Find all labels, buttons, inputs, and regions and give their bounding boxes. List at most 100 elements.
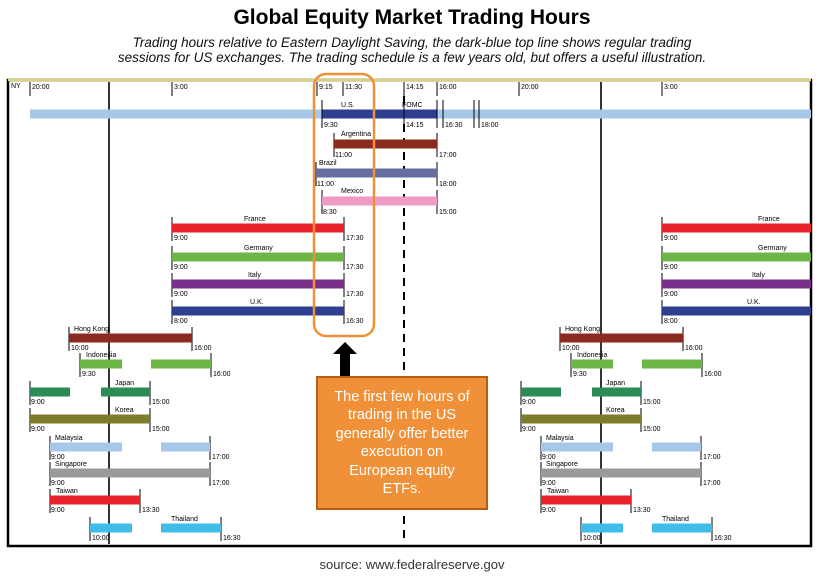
bar-malaysia-repeat (652, 442, 701, 452)
label-open-france-repeat: 9:00 (664, 235, 678, 242)
label-us-extended-end: 18:00 (481, 122, 499, 129)
bar-mexico (322, 196, 437, 206)
callout-text: The first few hours of trading in the US… (334, 388, 470, 498)
subtitle-line-1: Trading hours relative to Eastern Daylig… (132, 35, 692, 50)
label-open-singapore: 9:00 (51, 480, 65, 487)
label-close-mexico: 15:00 (439, 209, 457, 216)
bar-malaysia-repeat (541, 442, 613, 452)
label-open-uk: 8:00 (174, 318, 188, 325)
callout-arrow (333, 342, 357, 376)
label-open-italy-repeat: 9:00 (664, 291, 678, 298)
axis-tick-label: 9:15 (319, 84, 333, 91)
label-fomc: FOMC (402, 102, 423, 109)
bar-thailand-repeat (652, 523, 712, 533)
label-close-japan: 15:00 (152, 399, 170, 406)
bar-italy (172, 279, 344, 289)
label-open-taiwan: 9:00 (51, 507, 65, 514)
market-label-mexico: Mexico (341, 188, 363, 195)
label-open-japan: 9:00 (31, 399, 45, 406)
market-label-thailand-repeat: Thailand (662, 516, 689, 523)
bar-hong-kong-repeat (560, 333, 683, 343)
label-open-thailand: 10:00 (92, 535, 110, 542)
market-label-france: France (244, 216, 266, 223)
market-label-brazil: Brazil (319, 160, 337, 167)
bar-hong-kong (69, 333, 192, 343)
market-label-uk-repeat: U.K. (747, 299, 761, 306)
label-open-germany-repeat: 9:00 (664, 264, 678, 271)
bar-malaysia (50, 442, 122, 452)
label-close-thailand-repeat: 16:30 (714, 535, 732, 542)
bar-france-repeat (662, 223, 811, 233)
bar-indonesia (80, 359, 122, 369)
label-open-thailand-repeat: 10:00 (583, 535, 601, 542)
label-close-malaysia: 17:00 (212, 454, 230, 461)
label-open-korea: 9:00 (31, 426, 45, 433)
market-label-thailand: Thailand (171, 516, 198, 523)
market-label-germany: Germany (244, 245, 273, 252)
bar-japan (30, 387, 70, 397)
callout-box: The first few hours of trading in the US… (316, 376, 488, 510)
market-label-indonesia: Indonesia (86, 352, 116, 359)
label-open-malaysia-repeat: 9:00 (542, 454, 556, 461)
label-fomc-time: 14:15 (406, 122, 424, 129)
axis-tick-label: 3:00 (174, 84, 188, 91)
label-open-japan-repeat: 9:00 (522, 399, 536, 406)
market-label-taiwan-repeat: Taiwan (547, 488, 569, 495)
bar-korea (30, 414, 150, 424)
label-open-hong-kong-repeat: 10:00 (562, 345, 580, 352)
bar-france (172, 223, 344, 233)
axis-tick-label: 3:00 (664, 84, 678, 91)
bar-uk-repeat (662, 306, 811, 316)
label-close-uk: 16:30 (346, 318, 364, 325)
market-label-hong-kong-repeat: Hong Kong (565, 326, 600, 333)
subtitle-line-2: sessions for US exchanges. The trading s… (117, 50, 707, 65)
label-open-singapore-repeat: 9:00 (542, 480, 556, 487)
label-open-korea-repeat: 9:00 (522, 426, 536, 433)
market-label-indonesia-repeat: Indonesia (577, 352, 607, 359)
bar-taiwan (50, 495, 140, 505)
label-open-brazil: 11:00 (317, 181, 334, 188)
label-open-indonesia-repeat: 9:30 (573, 371, 587, 378)
bar-brazil (316, 168, 437, 178)
axis-tick-label: 20:00 (32, 84, 50, 91)
label-close-singapore: 17:00 (212, 480, 230, 487)
market-label-france-repeat: France (758, 216, 780, 223)
label-close-germany: 17:30 (346, 264, 364, 271)
chart-subtitle: Trading hours relative to Eastern Daylig… (30, 35, 794, 65)
bar-japan-repeat (592, 387, 641, 397)
market-label-hong-kong: Hong Kong (74, 326, 109, 333)
label-close-korea-repeat: 15:00 (643, 426, 661, 433)
label-us-open: 9:30 (324, 122, 338, 129)
label-close-indonesia-repeat: 16:00 (704, 371, 722, 378)
label-open-malaysia: 9:00 (51, 454, 65, 461)
bar-thailand (161, 523, 221, 533)
axis-tick-label: 16:00 (439, 84, 457, 91)
label-open-argentina: 11:00 (335, 152, 352, 159)
label-close-korea: 15:00 (152, 426, 170, 433)
label-close-hong-kong-repeat: 16:00 (685, 345, 703, 352)
market-label-malaysia-repeat: Malaysia (546, 435, 574, 442)
label-open-italy: 9:00 (174, 291, 188, 298)
bar-thailand-repeat (581, 523, 623, 533)
bar-argentina (334, 139, 437, 149)
market-label-taiwan: Taiwan (56, 488, 78, 495)
label-open-germany: 9:00 (174, 264, 188, 271)
market-label-germany-repeat: Germany (758, 245, 787, 252)
bar-korea-repeat (521, 414, 641, 424)
axis-label-ny: NY (11, 83, 21, 90)
source-note: source: www.federalreserve.gov (319, 557, 505, 572)
market-label-korea-repeat: Korea (606, 407, 625, 414)
bar-taiwan-repeat (541, 495, 631, 505)
label-close-argentina: 17:00 (439, 152, 457, 159)
bar-thailand (90, 523, 132, 533)
label-close-malaysia-repeat: 17:00 (703, 454, 721, 461)
bar-germany-repeat (662, 252, 811, 262)
axis-tick-label: 14:15 (406, 84, 424, 91)
market-label-malaysia: Malaysia (55, 435, 83, 442)
bar-singapore-repeat (541, 468, 701, 478)
bar-germany (172, 252, 344, 262)
label-close-japan-repeat: 15:00 (643, 399, 661, 406)
highlight-oval (312, 72, 376, 338)
chart-title: Global Equity Market Trading Hours (233, 6, 591, 29)
